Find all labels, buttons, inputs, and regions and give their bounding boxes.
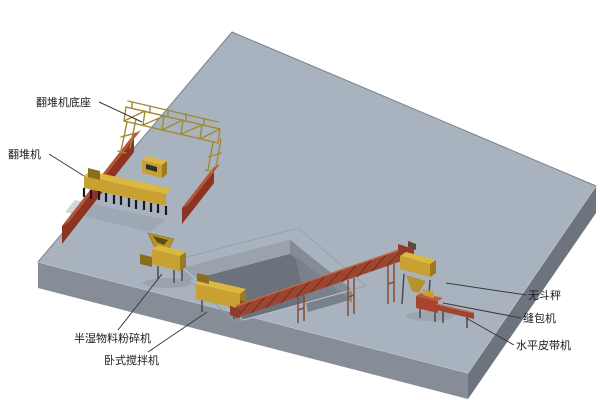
leader-turner-base bbox=[98, 101, 143, 123]
crusher-funnel-opening bbox=[153, 236, 168, 245]
bagger-shadow bbox=[406, 311, 454, 321]
right-rail-top bbox=[182, 164, 220, 208]
bagger-body-front bbox=[416, 296, 438, 313]
gantry-beam-chords bbox=[123, 106, 221, 144]
hopper-box-side bbox=[430, 260, 436, 277]
turner-beam-front bbox=[84, 176, 166, 206]
labels: 翻堆机底座 翻堆机 半湿物料粉碎机 卧式搅拌机 无斗秤 缝包机 水平皮带机 bbox=[8, 95, 571, 367]
leader-lines bbox=[48, 101, 527, 353]
turner-beam-top bbox=[84, 171, 172, 194]
crusher-machine bbox=[140, 232, 186, 283]
label-belt: 水平皮带机 bbox=[516, 338, 571, 352]
leader-belt bbox=[465, 317, 515, 346]
leader-mixer bbox=[147, 311, 208, 353]
conveyor-tail-box bbox=[230, 306, 240, 318]
inclined-conveyor bbox=[230, 241, 416, 323]
mixer-body-front bbox=[196, 284, 240, 309]
turner-cab-window bbox=[146, 164, 157, 172]
platform-front-edge-highlight bbox=[37, 185, 597, 374]
turner-motor bbox=[88, 168, 100, 180]
crusher-motor bbox=[140, 254, 152, 267]
hopper-funnel bbox=[406, 275, 426, 293]
crusher-body-front bbox=[152, 249, 180, 271]
bagger-body-top bbox=[416, 293, 443, 301]
belt-top-edge bbox=[435, 303, 475, 314]
bagger-head bbox=[423, 289, 434, 298]
conveyor-belt-edge bbox=[235, 248, 403, 307]
gantry-legs bbox=[117, 118, 222, 173]
hopper-box-front bbox=[400, 256, 430, 277]
horizontal-belt-conveyor bbox=[435, 303, 475, 328]
pit-back-right-wall bbox=[290, 240, 352, 303]
platform-right-face bbox=[468, 186, 596, 399]
conveyor-head-motor bbox=[408, 241, 416, 250]
leader-bagger bbox=[442, 302, 522, 319]
leader-crusher bbox=[117, 273, 163, 331]
hopper-box-top bbox=[400, 252, 436, 264]
gantry-top-rail bbox=[127, 100, 219, 126]
mixer-motor bbox=[197, 273, 209, 284]
crusher-legs bbox=[157, 266, 183, 283]
crusher-shadow bbox=[143, 278, 191, 288]
conveyor-lattice bbox=[235, 248, 403, 319]
label-crusher: 半湿物料粉碎机 bbox=[74, 331, 151, 345]
conveyor-legs bbox=[297, 264, 395, 323]
label-mixer: 卧式搅拌机 bbox=[104, 353, 159, 367]
platform bbox=[37, 31, 597, 399]
turner-cab-top bbox=[142, 156, 167, 165]
platform-front-face bbox=[38, 262, 468, 399]
turner-tines bbox=[82, 188, 168, 215]
label-turner: 翻堆机 bbox=[8, 147, 41, 161]
bagger-legs bbox=[419, 308, 436, 322]
compost-turner-machine bbox=[82, 156, 172, 215]
crusher-body-side bbox=[180, 252, 186, 271]
bag-sewing-machine bbox=[416, 289, 443, 322]
label-turner-base: 翻堆机底座 bbox=[36, 95, 91, 109]
leader-scale bbox=[445, 282, 527, 296]
pit-back-left-wall bbox=[183, 240, 290, 282]
turner-cab-side bbox=[162, 161, 167, 178]
leader-turner bbox=[48, 153, 85, 177]
belt-frame bbox=[436, 304, 474, 319]
label-scale: 无斗秤 bbox=[528, 289, 561, 302]
crusher-body-top bbox=[152, 245, 186, 256]
label-bagger: 缝包机 bbox=[523, 311, 556, 325]
